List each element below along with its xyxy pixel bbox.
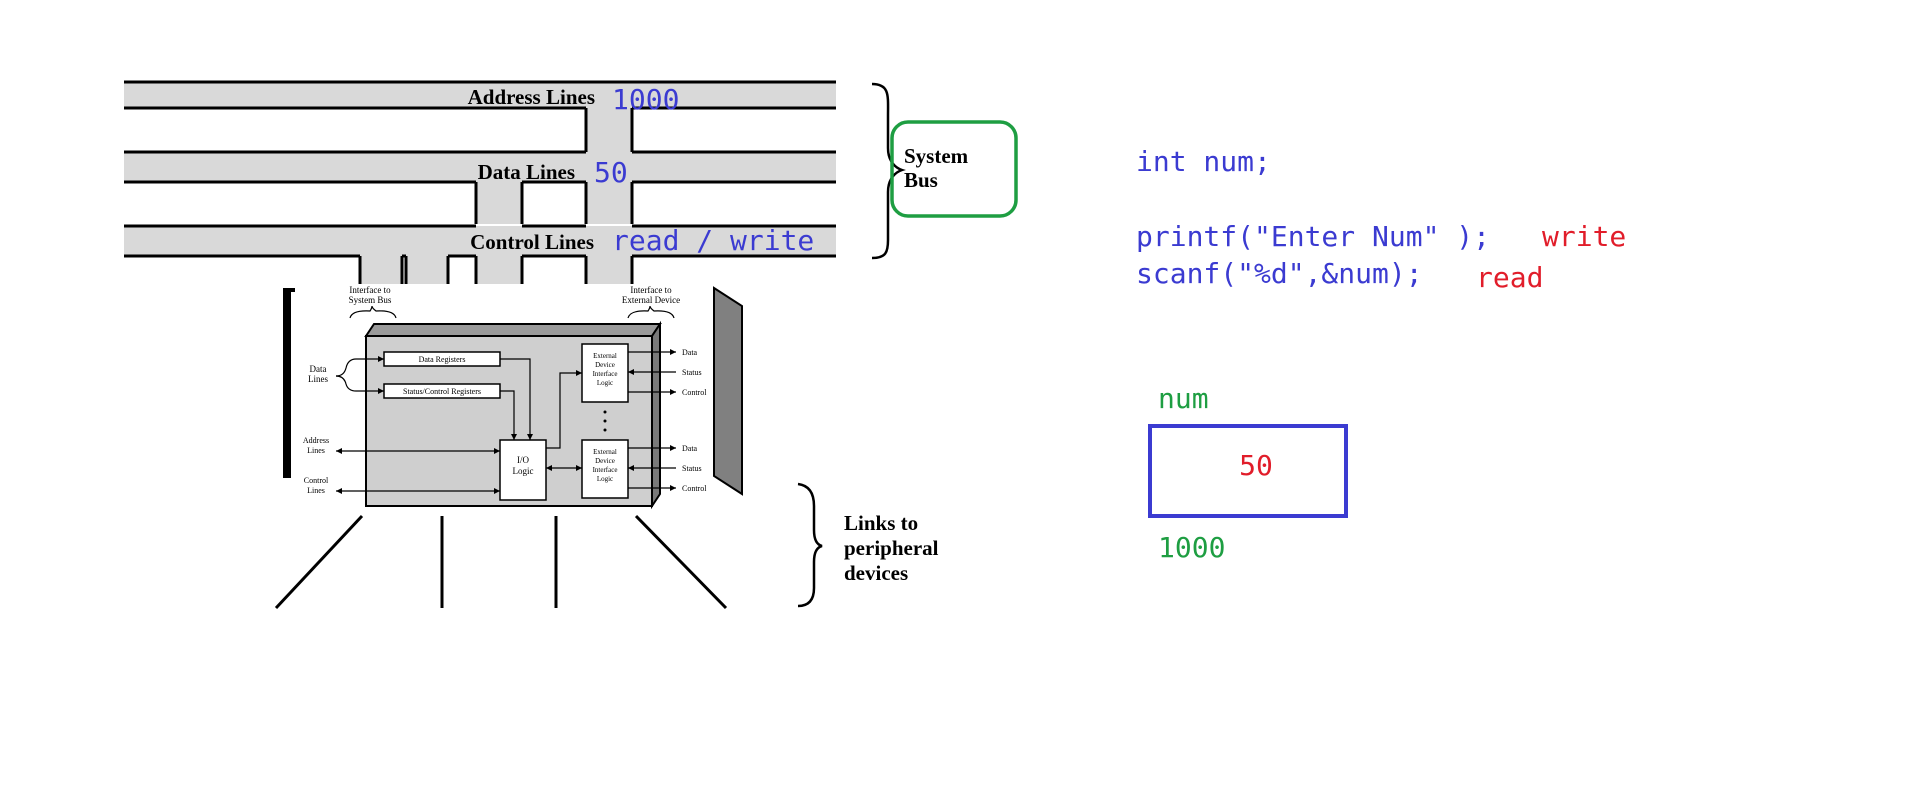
ext-logic-1-line4: Logic — [597, 379, 613, 387]
data-value-annotation: 50 — [594, 156, 628, 189]
system-bus-label-line2: Bus — [904, 168, 938, 192]
bus-connector — [360, 256, 402, 284]
ellipsis-dot — [603, 410, 607, 414]
bus-connector — [586, 182, 632, 224]
signal-data-label-1: Data — [682, 348, 698, 357]
ext-logic-2-line2: Device — [595, 457, 615, 465]
peripheral-links — [274, 514, 728, 610]
control-lines-label: Control Lines — [470, 230, 594, 254]
io-logic-box — [499, 439, 547, 501]
module-address-lines-label-1: Address — [303, 436, 329, 445]
module-control-lines-label-1: Control — [304, 476, 329, 485]
external-device-logic-box-1 — [581, 343, 629, 403]
ext-logic-2-line1: External — [593, 448, 617, 456]
external-device-logic-box-2 — [581, 439, 629, 499]
bus-connector — [476, 256, 522, 284]
status-registers-label: Status/Control Registers — [403, 387, 481, 396]
links-label-line3: devices — [844, 561, 908, 585]
ext-logic-1-line2: Device — [595, 361, 615, 369]
data-lines-bar — [124, 152, 836, 182]
peripheral-links-brace — [797, 482, 823, 608]
io-logic-label-2: Logic — [513, 466, 534, 476]
module-data-lines-label-1: Data — [310, 364, 327, 374]
data-registers-label: Data Registers — [419, 355, 466, 364]
signal-data-label-2: Data — [682, 444, 698, 453]
module-data-lines-label-2: Lines — [308, 374, 328, 384]
code-line-declaration: int num; — [1136, 145, 1271, 178]
data-lines-label: Data Lines — [478, 160, 575, 184]
ext-logic-1-line3: Interface — [593, 370, 618, 378]
interface-external-label-2: External Device — [622, 295, 680, 305]
code-line-printf: printf("Enter Num" ); — [1136, 220, 1490, 253]
interface-external-brace — [627, 305, 675, 319]
control-value-annotation: read / write — [612, 224, 814, 257]
links-label-line2: peripheral — [844, 536, 939, 560]
module-control-lines-label-2: Lines — [307, 486, 325, 495]
memory-cell-value: 50 — [1239, 449, 1273, 482]
ext-logic-2-line3: Interface — [593, 466, 618, 474]
address-value-annotation: 1000 — [612, 83, 679, 116]
system-bus-highlight-box — [890, 120, 1018, 218]
module-wiring — [335, 351, 676, 492]
ext-logic-2-line4: Logic — [597, 475, 613, 483]
address-lines-label: Address Lines — [468, 85, 595, 109]
interface-system-bus-label-1: Interface to — [349, 285, 391, 295]
module-address-lines-label-2: Lines — [307, 446, 325, 455]
bus-connector — [586, 256, 632, 284]
write-annotation: write — [1542, 220, 1626, 253]
address-lines-bar — [124, 82, 836, 108]
interface-system-bus-brace — [349, 305, 397, 319]
bus-connector — [406, 256, 448, 284]
ellipsis-dot — [603, 428, 607, 432]
interface-system-bus-label-2: System Bus — [349, 295, 392, 305]
ellipsis-dot — [603, 419, 607, 423]
control-lines-bar — [124, 226, 836, 256]
ext-logic-1-line1: External — [593, 352, 617, 360]
system-bus — [124, 80, 836, 284]
read-annotation: read — [1476, 261, 1543, 294]
system-bus-label-line1: System — [904, 144, 969, 168]
signal-control-label-1: Control — [682, 388, 707, 397]
io-logic-label-1: I/O — [517, 455, 529, 465]
interface-external-label-1: Interface to — [630, 285, 672, 295]
memory-address: 1000 — [1158, 531, 1225, 564]
system-bus-brace — [871, 82, 906, 260]
module-arrowheads — [336, 349, 676, 494]
memory-cell — [1148, 424, 1348, 518]
signal-status-label-1: Status — [682, 368, 702, 377]
bus-connector — [476, 182, 522, 224]
links-label-line1: Links to — [844, 511, 918, 535]
code-line-scanf: scanf("%d",&num); — [1136, 257, 1423, 290]
signal-status-label-2: Status — [682, 464, 702, 473]
bus-connector — [586, 108, 632, 152]
signal-control-label-2: Control — [682, 484, 707, 493]
memory-variable-name: num — [1158, 382, 1209, 415]
